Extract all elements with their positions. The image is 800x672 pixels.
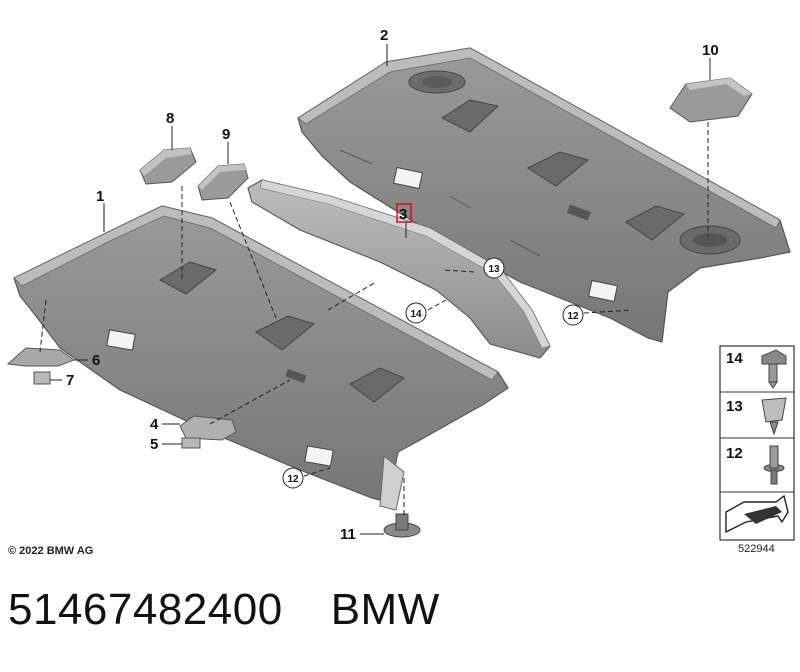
part-number: 51467482400 [8, 585, 283, 634]
callout-8: 8 [166, 110, 174, 127]
svg-text:14: 14 [410, 309, 422, 320]
bolt-12-icon [763, 445, 785, 485]
parts-diagram: 1 2 3 4 5 6 7 8 9 10 11 13 14 12 12 14 1… [6, 27, 795, 557]
screw-14-icon [761, 349, 787, 389]
callout-7: 7 [66, 372, 74, 389]
callout-9: 9 [222, 126, 230, 143]
highlight-box [396, 203, 412, 223]
part-4-bracket [179, 415, 237, 441]
legend-item-12: 12 [726, 445, 743, 462]
part-2-parcel-shelf [297, 47, 791, 343]
part-8-cover [139, 147, 197, 185]
callout-5: 5 [150, 436, 158, 453]
callout-4: 4 [150, 416, 159, 433]
fastener-legend: 14 13 12 [719, 345, 795, 541]
callout-1: 1 [96, 188, 104, 205]
callout-11: 11 [340, 526, 356, 543]
part-9-cover [197, 163, 249, 201]
part-5-pad [181, 437, 201, 449]
circle-label-12-right: 12 [562, 304, 584, 326]
part-11-grommet [383, 513, 421, 538]
circle-label-13: 13 [483, 257, 505, 279]
part-1-parcel-shelf [13, 205, 509, 511]
clip-13-icon [761, 397, 787, 436]
callout-lines [50, 44, 711, 535]
callout-2: 2 [380, 27, 388, 44]
legend-item-13: 13 [726, 398, 743, 415]
diagram-number: 522944 [738, 543, 775, 555]
svg-text:12: 12 [287, 474, 299, 485]
legend-item-14: 14 [726, 350, 743, 367]
brand-name: BMW [330, 585, 440, 634]
circle-label-14: 14 [405, 302, 427, 324]
part-10-speaker-cover [669, 77, 753, 123]
caption: 51467482400 BMW [8, 585, 788, 645]
circle-label-12-left: 12 [282, 467, 304, 489]
callout-3: 3 [399, 206, 407, 223]
svg-text:12: 12 [567, 311, 579, 322]
part-7-pad [33, 371, 51, 385]
callout-6: 6 [92, 352, 100, 369]
leader-lines [39, 122, 709, 516]
direction-arrow-icon [725, 494, 789, 534]
copyright: © 2022 BMW AG [8, 545, 93, 557]
svg-text:13: 13 [488, 264, 500, 275]
callout-10: 10 [702, 42, 719, 59]
